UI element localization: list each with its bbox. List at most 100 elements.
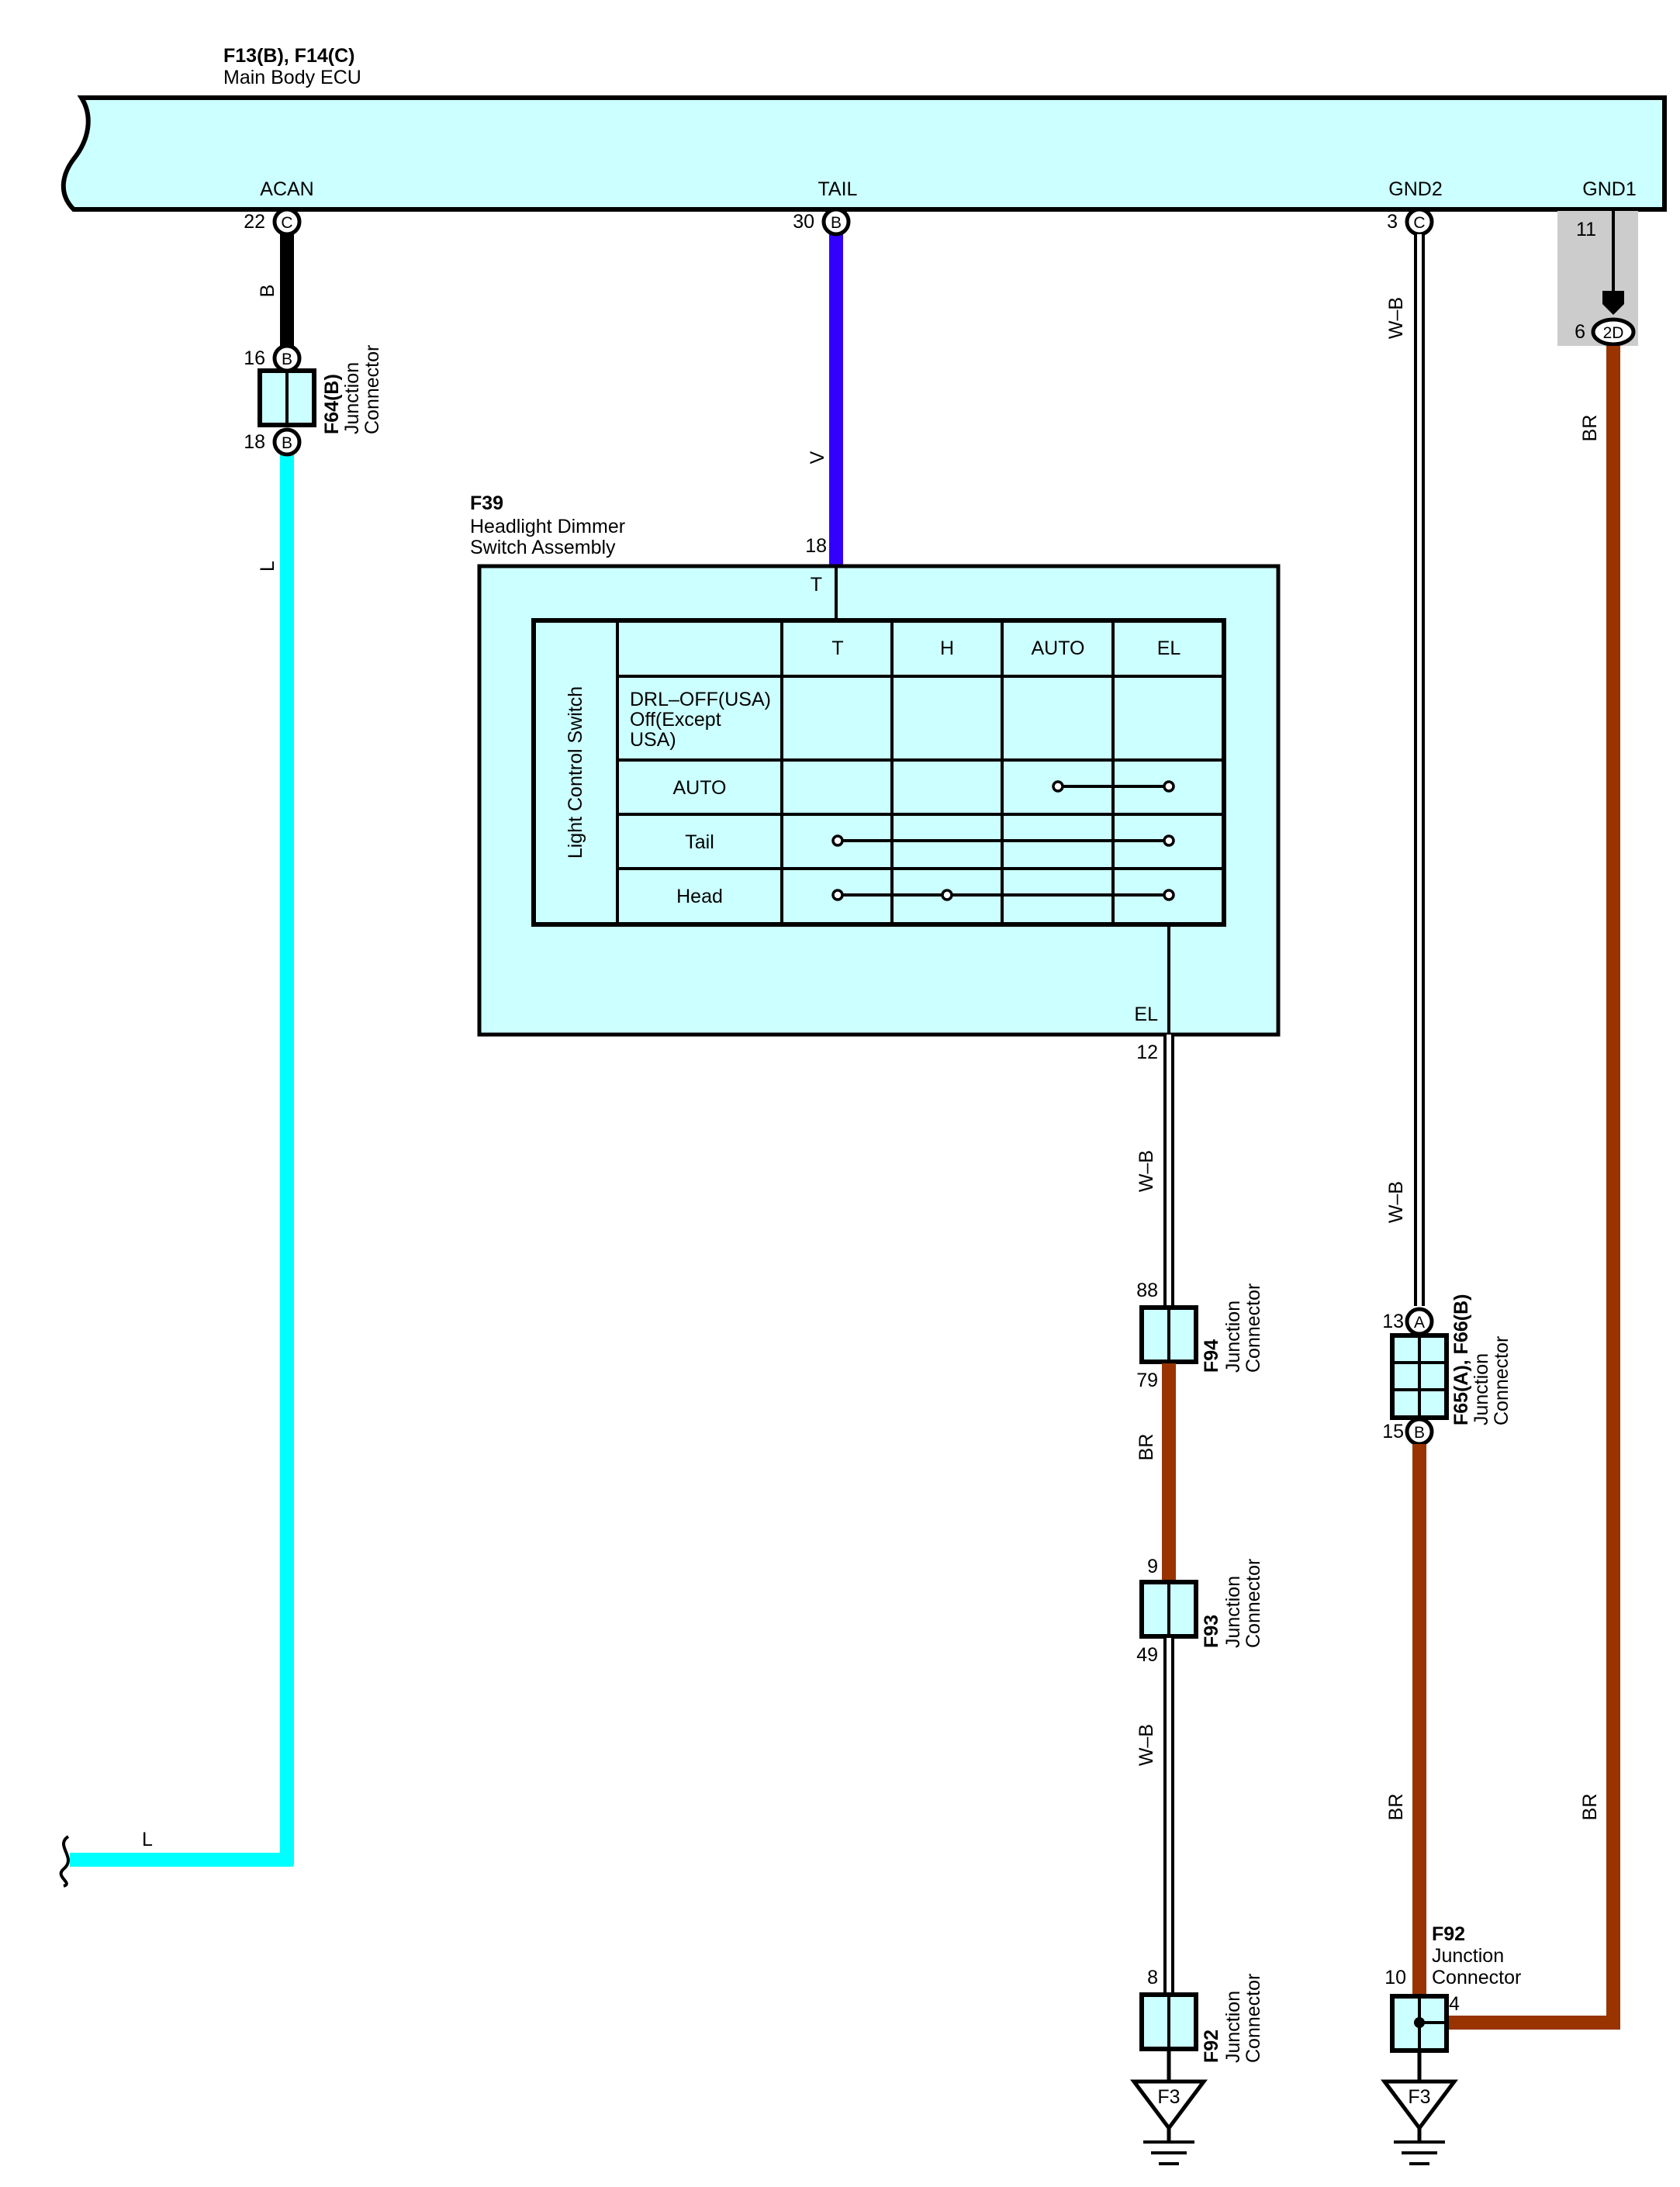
gnd1-splice-pin [1591,317,1636,347]
f92-left-type-2: Connector [1243,1974,1264,2063]
f39-t-pin: 18 [805,535,827,557]
f94-junction-connector [1139,1305,1198,1364]
ground-left-label: F3 [1157,2086,1180,2108]
f93-out-pin: 49 [1136,1644,1158,1666]
f64-out-letter: B [282,434,292,452]
f39-row-off-line-3: USA) [630,729,676,751]
f94-in-pin: 88 [1136,1280,1158,1301]
f92-left-code: F92 [1201,2030,1222,2063]
wire-color-tail: V [807,451,828,464]
f94-code: F94 [1201,1339,1222,1373]
f65-type-2: Connector [1491,1336,1512,1425]
f92-right-code: F92 [1432,1923,1465,1945]
wire-color-acan-end: L [142,1829,153,1850]
gnd1-arrow-icon [1602,291,1624,315]
f93-junction-connector [1139,1580,1198,1639]
acan-terminal-pin [272,207,302,237]
wire-color-el-mid: BR [1136,1434,1157,1461]
tail-pin-number: 30 [793,211,814,233]
wire-break-icon [59,1835,70,1888]
f94-type-1: Junction [1222,1301,1244,1373]
gnd1-splice-letter: 2D [1603,324,1624,342]
f39-col-t: T [831,637,843,659]
f92-left-junction-connector [1139,1992,1198,2051]
f39-col-h: H [940,637,954,659]
f65-out-pin: 15 [1382,1421,1404,1442]
f39-row-tail: Tail [685,831,714,853]
f92-right-type-2: Connector [1432,1967,1521,1988]
ecu-gnd1-label: GND1 [1582,178,1636,200]
f65-out-letter: B [1414,1424,1425,1442]
wire-color-gnd1-lower: BR [1579,1794,1601,1821]
wire-color-el-lower: W–B [1136,1724,1157,1766]
gnd1-pin-number: 11 [1576,219,1596,240]
f93-in-pin: 9 [1147,1556,1158,1577]
f64-out-pin: 18 [244,431,265,453]
f39-continuity-tail [831,834,1175,847]
f92-right-type-1: Junction [1432,1945,1504,1967]
f39-row-off-line-1: DRL–OFF(USA) [630,689,771,710]
f92-right-pin-a: 10 [1384,1967,1406,1988]
f94-out-pin: 79 [1136,1370,1158,1391]
f65-code: F65(A), F66(B) [1450,1294,1472,1425]
f93-code: F93 [1201,1615,1222,1648]
f64-type-1: Junction [341,362,363,434]
tail-terminal-pin [821,207,851,237]
f39-t-terminal: T [811,574,822,596]
tail-connector-letter: B [831,214,842,232]
wire-color-gnd1-upper: BR [1579,415,1601,442]
f64-junction-connector [258,344,316,457]
wire-color-el-upper: W–B [1136,1150,1157,1192]
wire-color-acan-upper: B [257,285,278,298]
gnd1-splice-pin-number: 6 [1575,321,1585,343]
f93-type-1: Junction [1222,1576,1244,1648]
f39-el-terminal: EL [1134,1004,1158,1025]
gnd2-pin-number: 3 [1387,211,1398,233]
f39-row-off-line-2: Off(Except [630,709,721,731]
f92-right-pin-b: 4 [1449,1993,1460,2015]
f64-code: F64(B) [321,374,343,434]
ecu-gnd2-label: GND2 [1388,178,1442,200]
f64-in-letter: B [282,351,292,368]
f39-row-auto: AUTO [673,777,727,799]
f93-type-2: Connector [1243,1559,1264,1648]
acan-connector-letter: C [281,214,292,232]
ground-right-label: F3 [1408,2086,1430,2108]
ecu-name: Main Body ECU [223,67,361,88]
ecu-body [60,95,1667,212]
gnd2-connector-letter: C [1413,214,1425,232]
f39-name-2: Switch Assembly [470,537,616,558]
f39-col-auto: AUTO [1032,637,1085,659]
f94-type-2: Connector [1243,1284,1264,1373]
f39-code: F39 [470,492,503,514]
ecu-connector-code: F13(B), F14(C) [223,45,354,67]
f39-el-pin: 12 [1136,1042,1158,1063]
f39-name-1: Headlight Dimmer [470,516,625,537]
ground-right-icon [1381,2051,1458,2165]
f65-junction-connector [1390,1333,1449,1420]
f39-col-el: EL [1157,637,1181,659]
wire-color-acan-lower: L [257,561,278,572]
f65-type-1: Junction [1471,1353,1492,1425]
f39-row-head: Head [676,886,723,907]
f39-table-side-label: Light Control Switch [565,686,586,859]
f39-continuity-head [831,889,1175,901]
f39-continuity-auto [1052,780,1175,793]
wire-color-gnd2: W–B [1385,297,1407,339]
wire-color-gnd2-lower: W–B [1385,1181,1407,1223]
f64-type-2: Connector [361,345,383,434]
wire-gnd1-brown [1446,346,1620,2030]
acan-pin-number: 22 [244,211,265,233]
f92-right-junction-connector [1390,1994,1449,2053]
f65-in-letter: A [1414,1314,1425,1332]
ecu-acan-label: ACAN [260,178,313,200]
f65-in-pin: 13 [1382,1311,1404,1332]
f64-in-pin: 16 [244,347,265,369]
ground-left-icon [1130,2049,1208,2165]
wire-color-gnd2-bottom: BR [1385,1794,1407,1821]
f92-left-type-1: Junction [1222,1991,1244,2063]
f92-left-in-pin: 8 [1147,1967,1158,1988]
ecu-tail-label: TAIL [818,178,858,200]
f39-switch-table [531,618,1226,927]
